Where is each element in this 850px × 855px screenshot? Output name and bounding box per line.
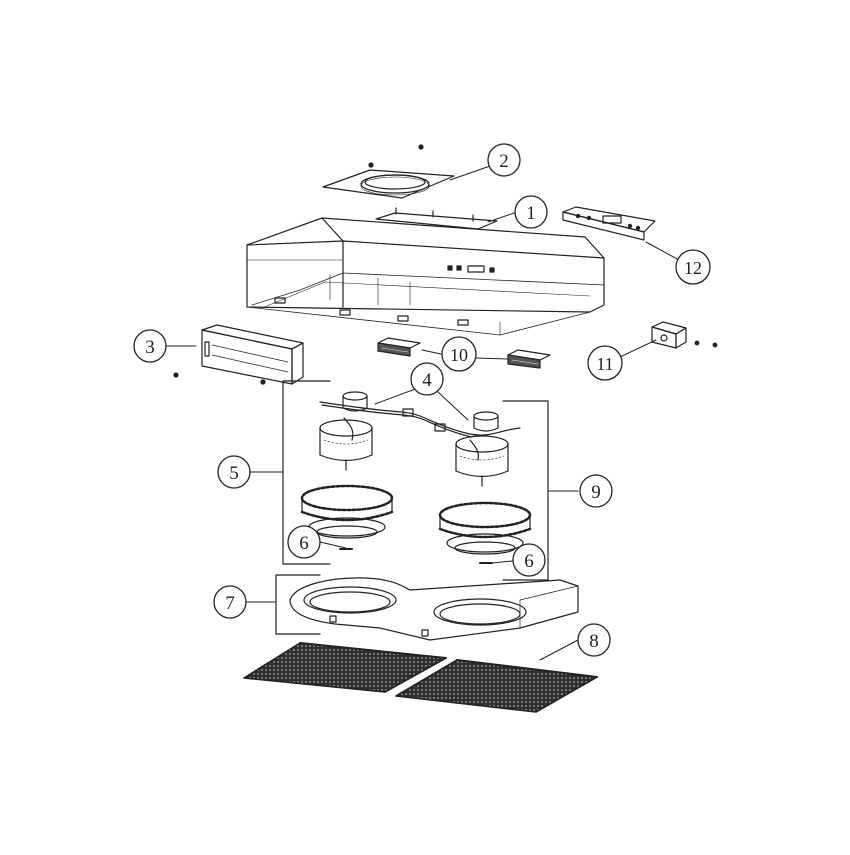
range-hood-body: [246, 217, 605, 336]
svg-text:7: 7: [225, 593, 235, 614]
top-cover-plate: [375, 207, 498, 230]
led-light-right: [507, 349, 551, 369]
switch-box: [651, 321, 718, 349]
bracket-7: [275, 574, 321, 635]
callout-12: 12: [675, 249, 711, 285]
callout-4: 4: [410, 362, 444, 396]
svg-text:4: 4: [422, 370, 432, 391]
blower-wheel-right: [438, 501, 532, 555]
duct-collar-plate: [322, 144, 455, 199]
svg-text:6: 6: [299, 533, 309, 554]
callout-6-left: 6: [287, 525, 321, 559]
capacitor-right: [473, 411, 499, 432]
svg-text:11: 11: [596, 354, 613, 374]
svg-text:1: 1: [526, 203, 536, 224]
control-panel: [562, 206, 656, 241]
callout-9: 9: [579, 474, 613, 508]
motor-left: [319, 419, 373, 471]
svg-text:2: 2: [499, 151, 509, 172]
grease-filter-right: [395, 659, 598, 713]
svg-text:8: 8: [589, 631, 599, 652]
grease-filter-left: [243, 642, 447, 693]
motor-right: [455, 435, 509, 487]
callout-5: 5: [217, 455, 251, 489]
exhaust-damper: [173, 324, 304, 385]
blower-wheel-left: [300, 484, 394, 539]
callout-11: 11: [587, 345, 623, 381]
svg-text:12: 12: [684, 258, 702, 278]
callout-8: 8: [577, 623, 611, 657]
svg-text:6: 6: [524, 551, 534, 572]
callout-7: 7: [213, 585, 247, 619]
callout-3: 3: [133, 329, 167, 363]
blower-housing-base: [289, 577, 579, 641]
leader-lines: [165, 165, 680, 661]
capacitor-left: [342, 391, 368, 412]
callout-2: 2: [487, 143, 521, 177]
callouts: 1 2 3 4 5 6 6 7 8 9 10 11 12: [133, 143, 711, 657]
svg-text:9: 9: [591, 482, 601, 503]
wiring-harness: [319, 401, 521, 461]
svg-text:5: 5: [229, 463, 239, 484]
callout-6-right: 6: [512, 543, 546, 577]
svg-text:3: 3: [145, 337, 155, 358]
callout-1: 1: [514, 195, 548, 229]
led-light-left: [377, 337, 421, 357]
svg-text:10: 10: [450, 345, 468, 365]
callout-10: 10: [441, 336, 477, 372]
